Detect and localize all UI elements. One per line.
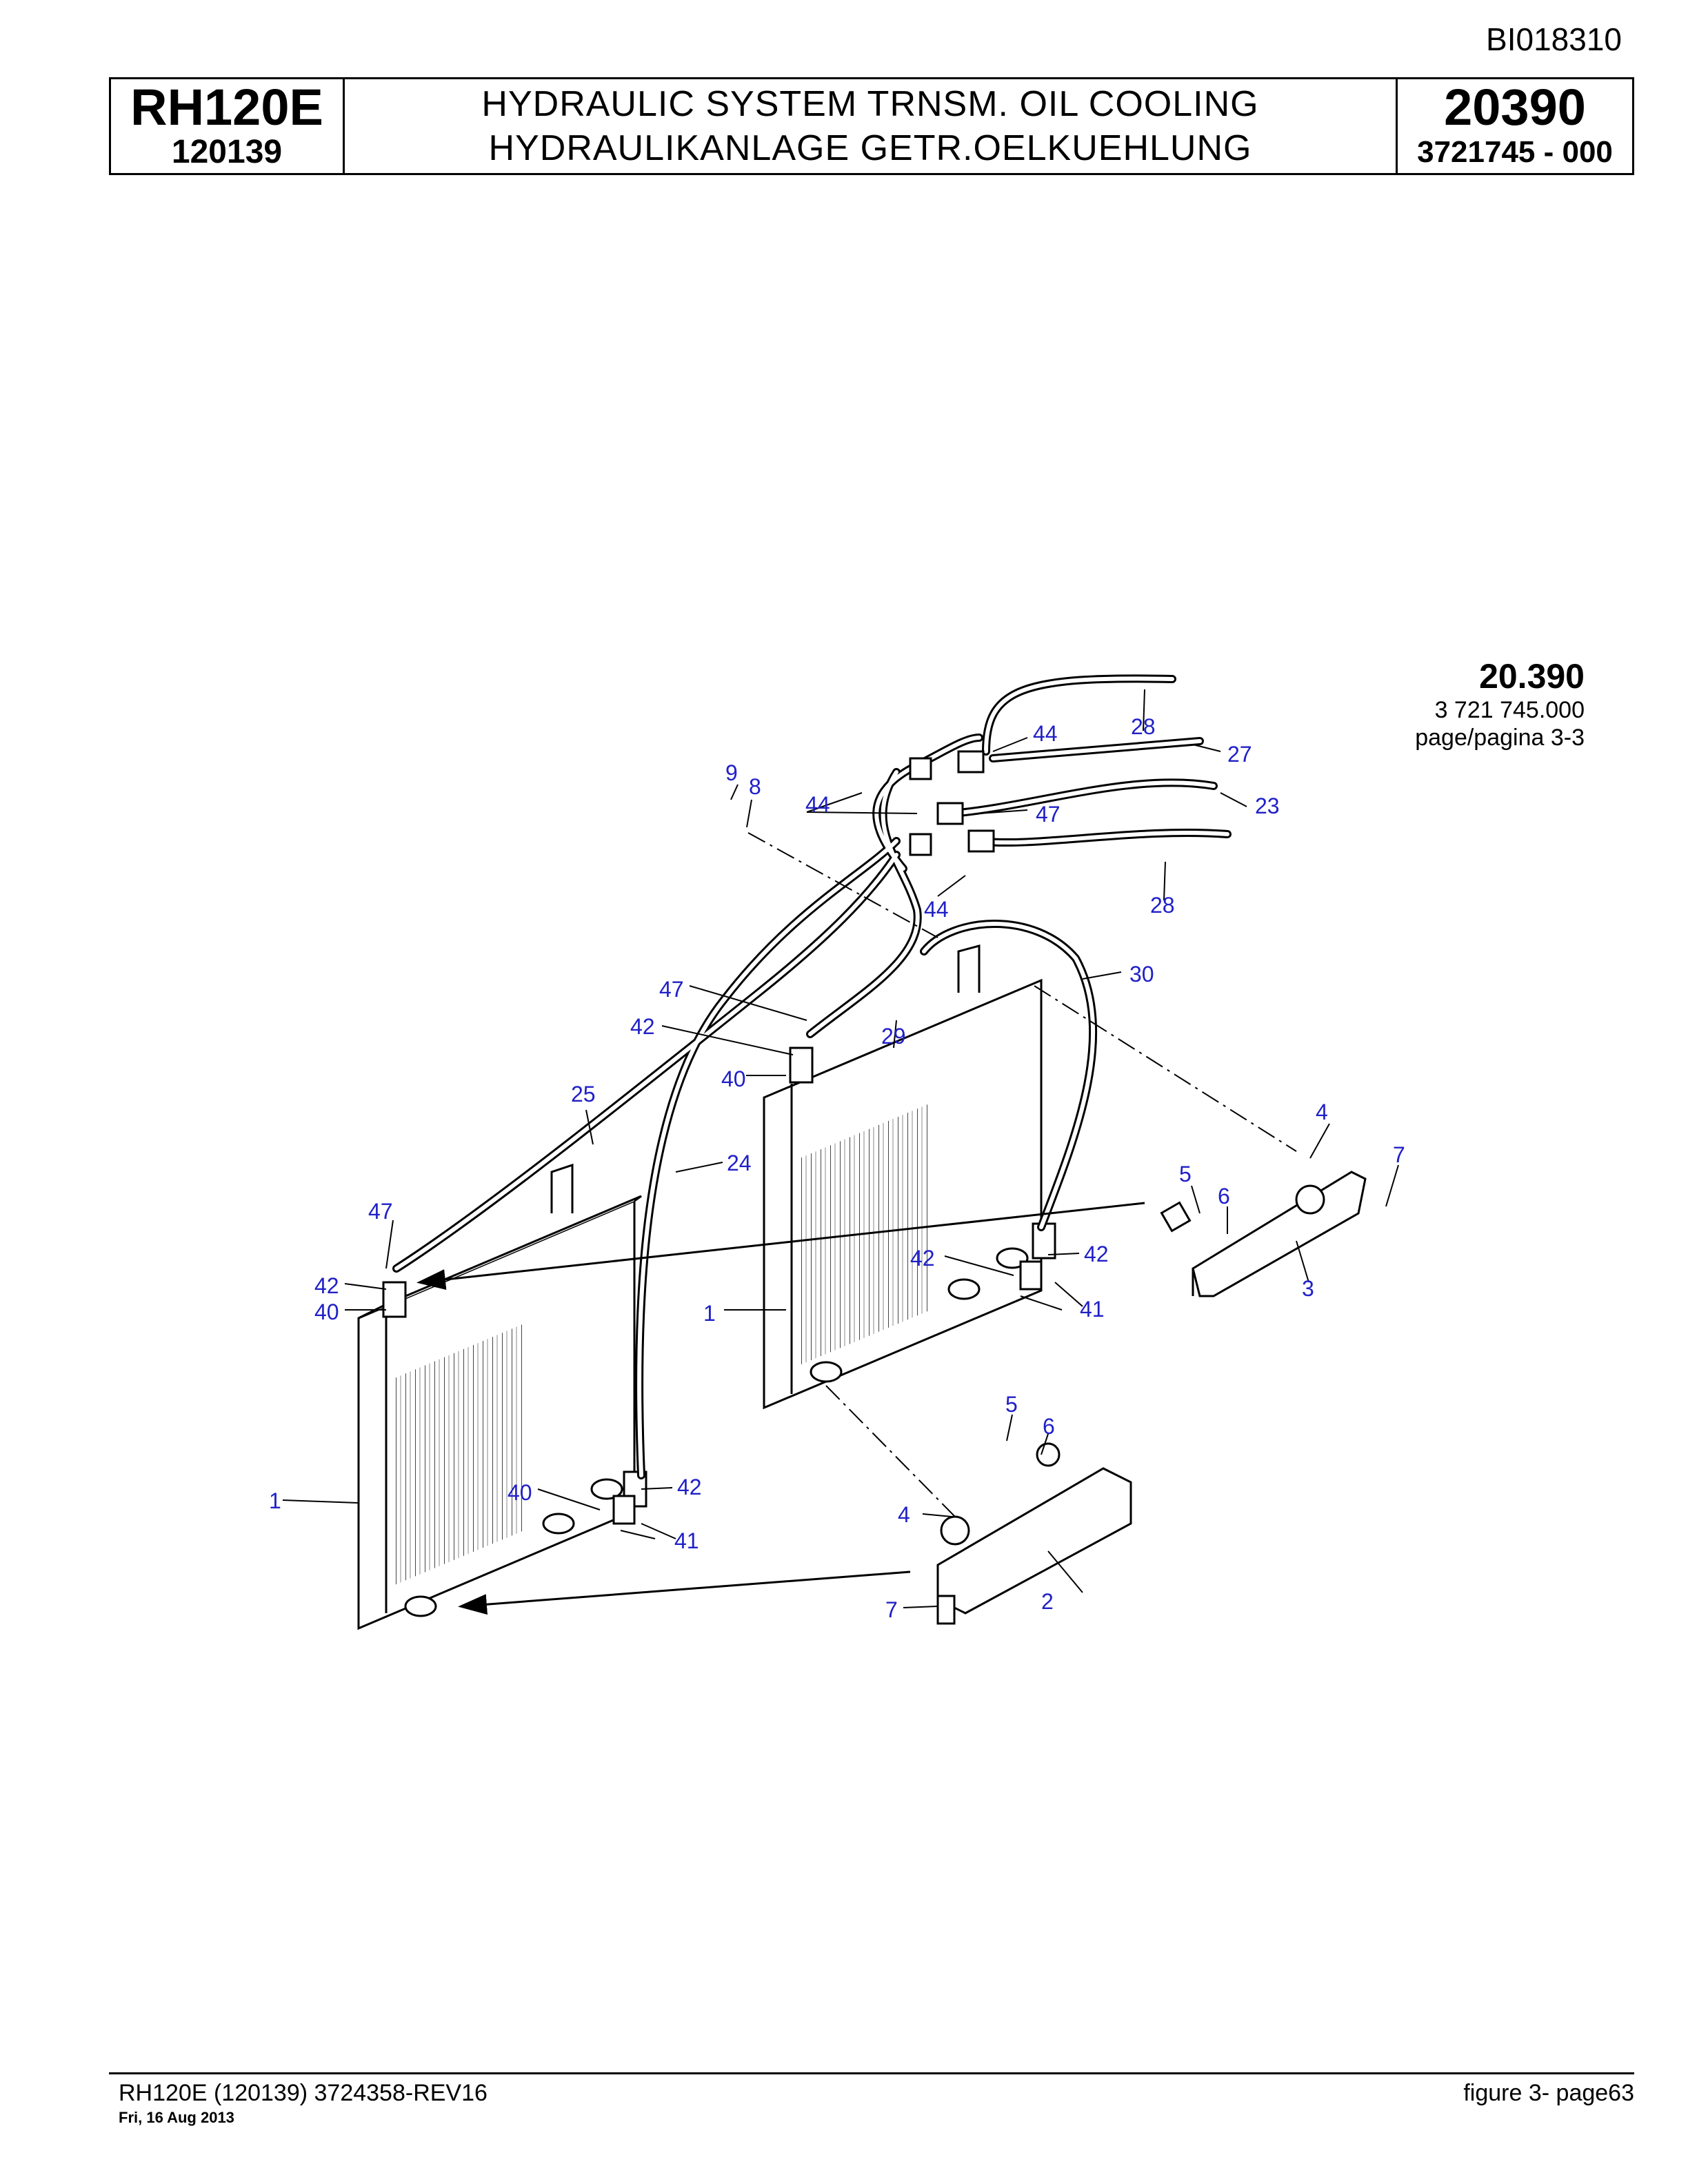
callout: 28 (1131, 714, 1156, 739)
footer-page-ref: figure 3- page63 (1463, 2080, 1634, 2106)
callout: 1 (269, 1488, 281, 1513)
callout: 42 (314, 1273, 339, 1298)
callout: 47 (659, 977, 684, 1002)
cooler-left (357, 1163, 647, 1630)
model-name: RH120E (130, 79, 323, 136)
callout: 3 (1302, 1276, 1314, 1301)
callout: 9 (725, 760, 738, 785)
callout: 44 (1033, 721, 1058, 746)
callout: 27 (1227, 742, 1252, 767)
callout: 23 (1255, 793, 1280, 818)
title-block: RH120E 120139 HYDRAULIC SYSTEM TRNSM. OI… (109, 77, 1634, 175)
callout: 42 (910, 1246, 935, 1271)
bracket-lower (936, 1442, 1132, 1625)
title-cell: HYDRAULIC SYSTEM TRNSM. OIL COOLING HYDR… (345, 79, 1398, 173)
callout: 4 (898, 1502, 910, 1527)
callout: 44 (805, 792, 830, 817)
figure-number: 20.390 (1479, 657, 1585, 696)
cooler-right (763, 944, 1056, 1410)
group-cell: 20390 3721745 - 000 (1398, 79, 1632, 173)
callout: 42 (677, 1475, 702, 1499)
page-footer: RH120E (120139) 3724358-REV16 Fri, 16 Au… (109, 2072, 1634, 2126)
figure-reference: 20.390 3 721 745.000 page/pagina 3-3 (1415, 656, 1585, 751)
callout: 2 (1041, 1589, 1054, 1614)
callout: 25 (571, 1082, 596, 1106)
fittings (612, 750, 1043, 1525)
hoses-inner (394, 676, 1229, 1477)
callout: 42 (630, 1014, 655, 1039)
callout-labels-extra: 40 42 (508, 1475, 702, 1505)
callout: 47 (1036, 802, 1061, 827)
footer-date: Fri, 16 Aug 2013 (119, 2109, 234, 2126)
callout: 4 (1316, 1100, 1328, 1124)
callout: 47 (368, 1199, 393, 1224)
callout: 5 (1005, 1392, 1018, 1417)
figure-page: page/pagina 3-3 (1415, 725, 1585, 751)
callout: 40 (721, 1066, 746, 1091)
callout: 41 (674, 1528, 699, 1553)
group-number: 20390 (1444, 79, 1586, 136)
callout-labels: 28 27 23 44 47 44 9 8 44 28 30 47 42 29 … (269, 714, 1405, 1622)
callout: 30 (1129, 962, 1154, 987)
pointer-arrows (416, 1202, 1145, 1615)
title-german: HYDRAULIKANLAGE GETR.OELKUEHLUNG (488, 128, 1252, 168)
callout: 1 (703, 1301, 716, 1326)
callout: 8 (749, 774, 761, 799)
callout: 24 (727, 1151, 752, 1175)
callout: 5 (1179, 1162, 1192, 1186)
alignment-lines (747, 832, 1297, 1517)
callout: 28 (1150, 893, 1175, 918)
document-id: BI018310 (1486, 21, 1622, 57)
callout: 41 (1080, 1297, 1105, 1322)
callout: 7 (885, 1597, 898, 1622)
callout: 44 (924, 897, 949, 922)
callout: 42 (1084, 1242, 1109, 1266)
model-cell: RH120E 120139 (111, 79, 345, 173)
callout: 29 (881, 1024, 906, 1049)
callout: 7 (1393, 1142, 1405, 1167)
callout: 6 (1218, 1184, 1230, 1209)
callout: 40 (508, 1480, 532, 1505)
leader-lines (282, 689, 1399, 1608)
footer-document-ref: RH120E (120139) 3724358-REV16 (119, 2080, 488, 2106)
title-english: HYDRAULIC SYSTEM TRNSM. OIL COOLING (481, 84, 1259, 124)
callout: 40 (314, 1300, 339, 1324)
callout: 6 (1043, 1414, 1055, 1439)
serial-number: 120139 (171, 134, 283, 170)
part-number: 3721745 - 000 (1417, 135, 1613, 169)
figure-ref-number: 3 721 745.000 (1434, 697, 1585, 723)
bracket-upper (1160, 1171, 1367, 1297)
